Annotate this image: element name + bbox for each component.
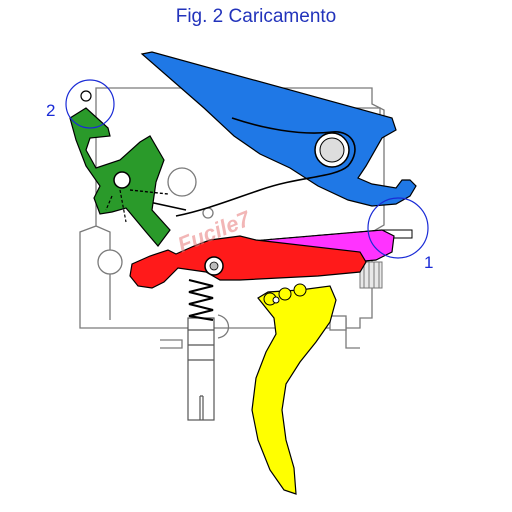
callout-2-label: 2 [46,101,55,120]
coil-spring [188,279,214,321]
trigger [251,285,337,495]
callout-2: 2 [46,79,115,129]
connector-lever [129,235,367,289]
callout-1: 1 [367,197,433,272]
figure-title: Fig. 2 Caricamento [175,6,337,27]
callout-1-label: 1 [424,253,433,272]
spring-guide-rod [187,317,215,421]
adjusting-screw [359,261,383,289]
trigger-pivot [272,296,280,304]
sear-pin [113,171,131,189]
hammer [140,51,417,207]
